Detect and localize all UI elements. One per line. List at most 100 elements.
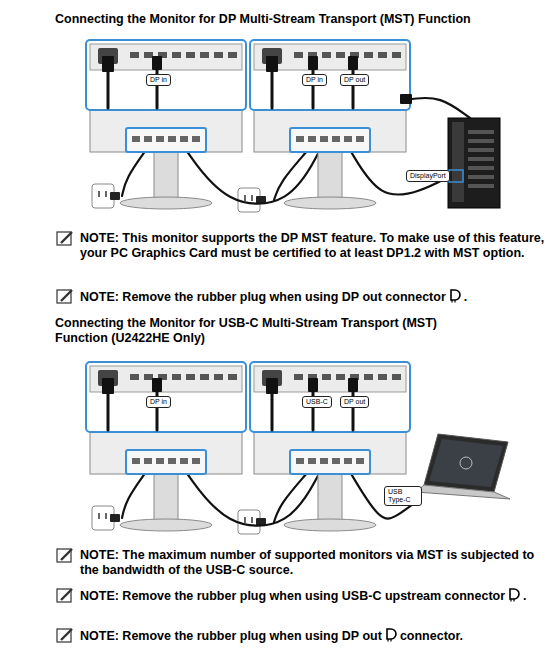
callout-box: DisplayPort [406, 170, 450, 182]
port [186, 374, 195, 380]
port [356, 458, 364, 464]
text-block: NOTE: Remove the rubber plug when using … [80, 588, 548, 604]
port [200, 374, 209, 380]
port-highlight [290, 450, 370, 474]
port [186, 52, 195, 58]
monitor-stand-base [120, 197, 212, 209]
monitor-stand-neck [154, 150, 178, 198]
port-label: DisplayPort [410, 172, 446, 179]
section-heading: Connecting the Monitor for USB-C Multi-S… [55, 316, 437, 345]
port [364, 374, 373, 380]
cable [412, 98, 470, 118]
outlet-slot [251, 195, 253, 201]
dp-icon-body [451, 290, 460, 300]
port [320, 458, 328, 464]
port [180, 458, 188, 464]
callout-box: DP out [340, 74, 369, 86]
port [192, 136, 200, 142]
text-block: Connecting the Monitor for USB-C Multi-S… [55, 316, 480, 346]
rear-panel-inset [86, 362, 246, 432]
port [132, 458, 140, 464]
note-icon [57, 290, 71, 303]
note-text: NOTE: This monitor supports the DP MST f… [80, 231, 544, 260]
port [378, 374, 387, 380]
port [214, 52, 223, 58]
monitor-stand-base [284, 197, 376, 209]
port [214, 374, 223, 380]
port [156, 458, 164, 464]
port [392, 52, 401, 58]
port [156, 136, 164, 142]
callout-box: USB-C [302, 396, 332, 408]
callout-box: DP in [146, 396, 171, 408]
cable [186, 150, 320, 204]
dp-icon-plug [452, 300, 455, 303]
port [172, 52, 181, 58]
note-pencil [61, 549, 72, 560]
power-plug [266, 56, 278, 72]
note-text: NOTE: Remove the rubber plug when using … [80, 290, 446, 304]
note-text: . [523, 589, 526, 603]
power-plug [102, 56, 114, 72]
port [168, 458, 176, 464]
port-highlight [449, 170, 463, 182]
note-icon [57, 589, 71, 602]
laptop-screen [429, 439, 503, 487]
note-pencil [61, 290, 72, 301]
outlet-slot [105, 191, 107, 197]
dp-icon-body [510, 589, 519, 599]
note-text: . [464, 290, 467, 304]
port [130, 52, 139, 58]
port [294, 52, 303, 58]
port [356, 136, 364, 142]
note-text: NOTE: The maximum number of supported mo… [80, 548, 534, 577]
pc-slot [468, 148, 494, 152]
note-pencil [61, 232, 72, 243]
dp-icon-plug [511, 599, 514, 602]
port [294, 374, 303, 380]
pc-slot [468, 139, 494, 143]
signal-plug [152, 56, 162, 70]
rear-panel-inset [86, 40, 246, 110]
port [130, 374, 139, 380]
port [364, 52, 373, 58]
port-highlight [126, 128, 206, 152]
outlet-slot [98, 191, 100, 197]
cable [271, 394, 274, 430]
signal-plug [152, 378, 162, 392]
cable [122, 150, 146, 196]
port [320, 136, 328, 142]
port [336, 52, 345, 58]
pc-slot [468, 130, 494, 134]
cable [107, 394, 110, 430]
port [144, 136, 152, 142]
cable [271, 72, 274, 108]
port [144, 52, 153, 58]
pc-slot [468, 157, 494, 161]
outlet-slot [105, 513, 107, 519]
port [296, 458, 304, 464]
port [336, 374, 345, 380]
text-block: NOTE: Remove the rubber plug when using … [80, 628, 548, 644]
note-pencil [61, 629, 72, 640]
pc-power-plug [400, 94, 412, 104]
outlet-slot [244, 517, 246, 523]
port [172, 374, 181, 380]
cable [186, 472, 320, 526]
port [144, 374, 153, 380]
port [228, 52, 237, 58]
port [308, 136, 316, 142]
callout-box: USB Type-C [384, 486, 422, 506]
port-label: DP in [306, 76, 323, 83]
monitor-stand-neck [154, 472, 178, 520]
section-heading: Connecting the Monitor for DP Multi-Stre… [55, 12, 471, 26]
port-highlight [290, 128, 370, 152]
text-block: NOTE: Remove the rubber plug when using … [80, 289, 548, 305]
rear-panel-inset [250, 40, 410, 110]
note-text: NOTE: Remove the rubber plug when using … [80, 589, 505, 603]
port [200, 52, 209, 58]
power-plug [110, 514, 120, 522]
monitor-stand-base [120, 519, 212, 531]
text-block: NOTE: The maximum number of supported mo… [80, 548, 548, 578]
port-label: DP out [344, 398, 365, 405]
